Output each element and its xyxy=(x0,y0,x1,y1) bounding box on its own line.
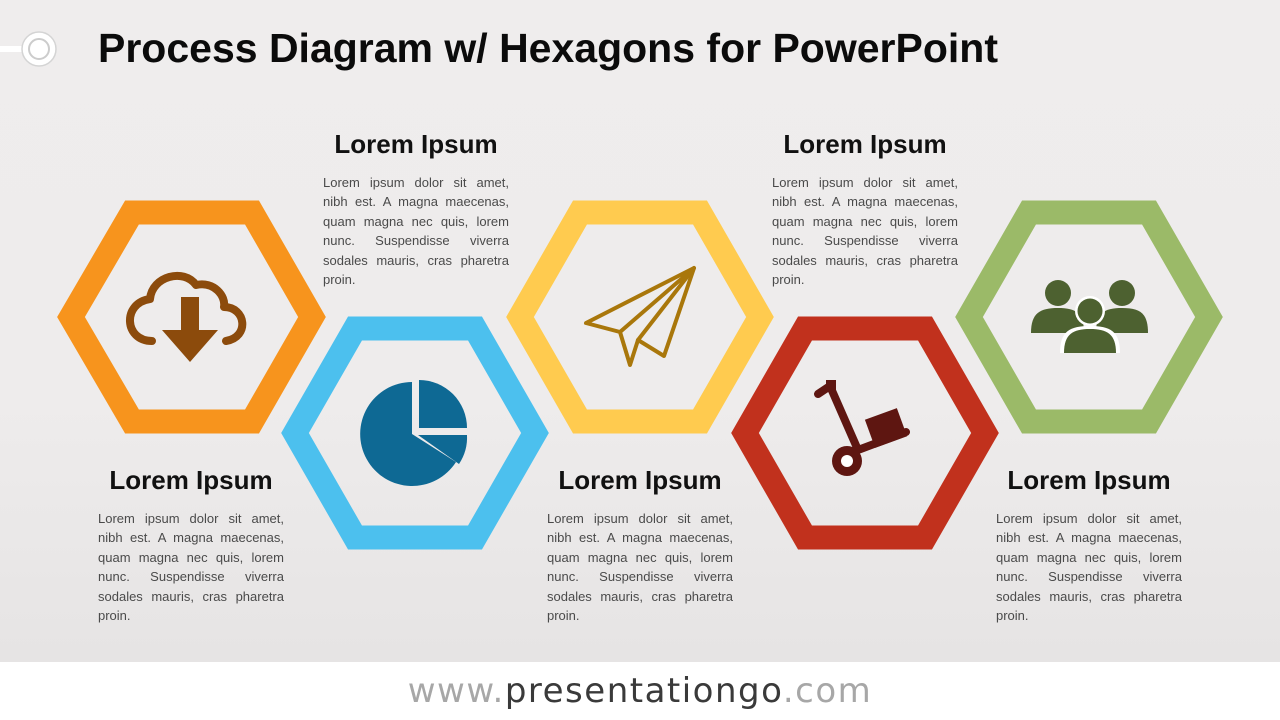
hexagon-step-2 xyxy=(281,316,549,550)
hexagon-outline-step-2 xyxy=(281,316,549,550)
paper-plane-icon xyxy=(584,266,696,367)
page-title: Process Diagram w/ Hexagons for PowerPoi… xyxy=(98,25,998,71)
step-2-title: Lorem Ipsum xyxy=(334,129,498,159)
step-3-description: Lorem ipsum dolor sit amet, nibh est. A … xyxy=(547,511,733,624)
footer-url[interactable]: www.presentationgo.com xyxy=(0,662,1280,720)
hexagon-step-4 xyxy=(731,316,999,550)
pin-icon xyxy=(0,31,57,67)
cloud-download-icon xyxy=(126,271,247,362)
footer-url-brand: presentationgo xyxy=(504,671,783,711)
step-2-description: Lorem ipsum dolor sit amet, nibh est. A … xyxy=(323,175,509,288)
hexagon-step-5 xyxy=(955,200,1223,434)
hexagon-outline-step-3 xyxy=(506,200,774,434)
hexagon-step-3 xyxy=(506,200,774,434)
step-5-description: Lorem ipsum dolor sit amet, nibh est. A … xyxy=(996,511,1182,624)
hexagon-outline-step-1 xyxy=(57,200,326,434)
hexagon-step-1 xyxy=(57,200,326,434)
step-4-title: Lorem Ipsum xyxy=(783,129,947,159)
step-1-description: Lorem ipsum dolor sit amet, nibh est. A … xyxy=(98,511,284,624)
hand-truck-icon xyxy=(814,380,910,476)
step-1-title: Lorem Ipsum xyxy=(109,465,273,495)
hexagon-outline-step-4 xyxy=(731,316,999,550)
hexagon-diagram xyxy=(57,200,1223,550)
pie-chart-icon xyxy=(360,380,468,486)
step-4-description: Lorem ipsum dolor sit amet, nibh est. A … xyxy=(772,175,958,288)
step-5-title: Lorem Ipsum xyxy=(1007,465,1171,495)
footer-url-suffix: .com xyxy=(782,671,873,711)
hexagon-outline-step-5 xyxy=(955,200,1223,434)
footer: www.presentationgo.com xyxy=(0,662,1280,720)
group-icon xyxy=(1031,280,1148,353)
slide-canvas: Process Diagram w/ Hexagons for PowerPoi… xyxy=(0,0,1280,662)
footer-url-prefix: www. xyxy=(407,671,505,711)
step-3-title: Lorem Ipsum xyxy=(558,465,722,495)
